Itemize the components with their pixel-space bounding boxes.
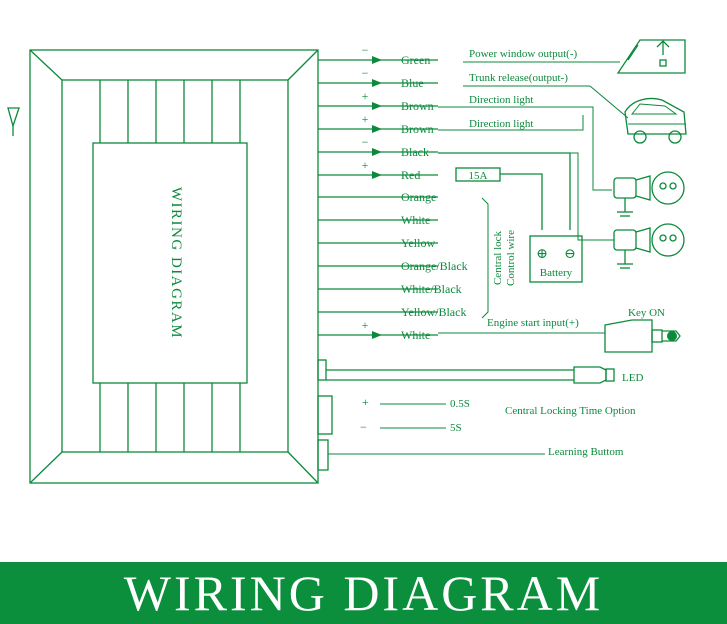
ignition-key-icon [604,319,681,353]
wire: + Brown [318,112,438,136]
wire: White [318,213,438,227]
wire-function-label: Direction light [469,94,533,106]
wire: + Brown [318,89,438,113]
wire: − Green [318,43,438,67]
banner-title: WIRING DIAGRAM [123,565,604,621]
wire-color-label: Brown [401,122,434,136]
wire-color-label: Yellow/Black [401,305,466,319]
wire: White/Black [318,282,462,296]
wire-function-label: Trunk release(output-) [469,72,568,84]
battery-minus: ⊖ [564,247,576,262]
wire-function-label: Power window output(-) [469,48,577,60]
wire-color-label: Brown [401,99,434,113]
wire-color-label: Orange [401,190,436,204]
battery-plus: ⊕ [536,247,548,262]
wire-color-label: Blue [401,76,424,90]
wire-polarity: − [362,43,369,57]
direction-light-bulb-icon [613,223,685,269]
wire-color-label: White [401,328,430,342]
wire-function-label: Direction light [469,118,533,130]
car-trunk-icon [624,97,687,144]
wire-arrow [372,125,382,133]
wire-arrow [372,102,382,110]
wire: Yellow [318,236,438,250]
battery-label: Battery [540,267,573,279]
time-option-label: Central Locking Time Option [505,405,636,417]
antenna-icon [7,107,20,136]
wire: Orange [318,190,438,204]
wiring-diagram: WIRING DIAGRAM − Green − Blue + Brown + Brown − B… [7,39,687,484]
central-lock-label: Control wire [505,230,517,286]
fuse-icon: 15A [455,167,501,182]
wire-polarity: + [362,318,369,332]
key-on-label: Key ON [628,307,665,319]
led-label: LED [622,372,643,384]
wire: Orange/Black [318,259,468,273]
wire-polarity: + [362,112,369,126]
title-banner: WIRING DIAGRAM [0,562,727,624]
wire-polarity: − [362,135,369,149]
wire-color-label: White [401,213,430,227]
wire-arrow [372,148,382,156]
wire-arrow [372,171,382,179]
time-option-long: 5S [450,422,462,434]
time-option-short: 0.5S [450,398,470,410]
wire-color-label: Yellow [401,236,435,250]
direction-light-bulb-icon [613,171,685,217]
wire-color-label: White/Black [401,282,462,296]
battery-icon: ⊕ ⊖ Battery [529,235,583,283]
time-option-plus: + [362,395,369,409]
fuse-label: 15A [469,170,488,182]
wire-function-label: Engine start input(+) [487,317,579,329]
central-lock-label: Central lock [492,230,504,285]
wire: Yellow/Black [318,305,466,319]
control-module: WIRING DIAGRAM [29,49,319,484]
wire: − Black [318,135,438,159]
wire-arrow [372,56,382,64]
wire-arrow [372,331,382,339]
wire-polarity: + [362,89,369,103]
wire-color-label: Green [401,53,430,67]
wire-harness: − Green − Blue + Brown + Brown − Black + RedOrangeW… [318,43,468,342]
wire: − Blue [318,66,438,90]
learning-button-label: Learning Buttom [548,446,624,458]
wire-color-label: Black [401,145,429,159]
power-window-icon [616,39,686,74]
wire: + White [318,318,438,342]
module-title: WIRING DIAGRAM [168,187,184,339]
wire-arrow [372,79,382,87]
wire-polarity: − [362,66,369,80]
time-option-minus: − [360,420,367,434]
wire-color-label: Orange/Black [401,259,468,273]
led-icon [573,366,615,384]
wire-polarity: + [362,158,369,172]
wire: + Red [318,158,438,182]
wire-color-label: Red [401,168,420,182]
